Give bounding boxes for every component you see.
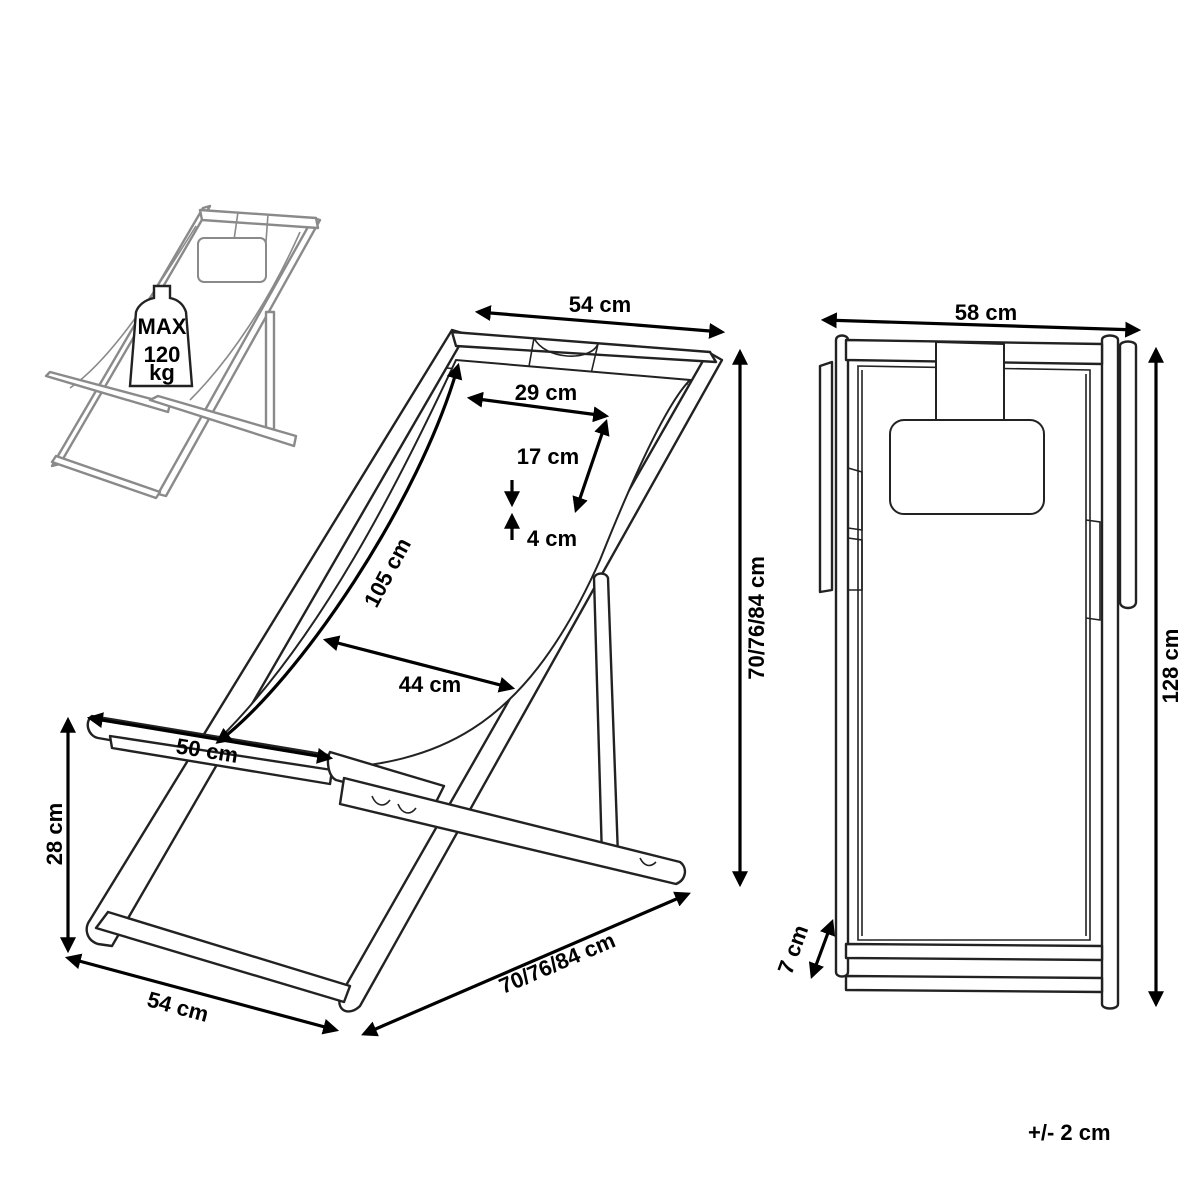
dim-pillow-height: 17 cm <box>517 444 579 469</box>
weight-badge-max: MAX <box>138 314 187 339</box>
dim-pillow-thickness: 4 cm <box>527 526 577 551</box>
front-view-dimensions <box>808 312 1164 1008</box>
side-view-dimensions <box>60 305 748 1037</box>
thumbnail-chair: MAX 120 kg <box>44 204 322 500</box>
dim-front-thickness: 7 cm <box>773 922 814 978</box>
dim-seat-height: 28 cm <box>42 803 67 865</box>
weight-badge-value: 120 <box>144 342 181 367</box>
dim-side-height: 70/76/84 cm <box>744 556 769 680</box>
weight-icon: MAX 120 kg <box>128 284 194 388</box>
dim-top-width: 54 cm <box>569 292 631 317</box>
tolerance-note: +/- 2 cm <box>1028 1120 1111 1145</box>
dim-seat-width: 44 cm <box>399 672 461 697</box>
dim-pillow-width: 29 cm <box>515 380 577 405</box>
dim-front-height: 128 cm <box>1158 629 1183 704</box>
weight-badge-unit: kg <box>149 360 175 385</box>
side-view-chair <box>85 328 724 1013</box>
front-view-chair <box>818 334 1138 1010</box>
dim-front-width: 58 cm <box>955 300 1017 325</box>
dim-depth: 70/76/84 cm <box>495 927 618 998</box>
